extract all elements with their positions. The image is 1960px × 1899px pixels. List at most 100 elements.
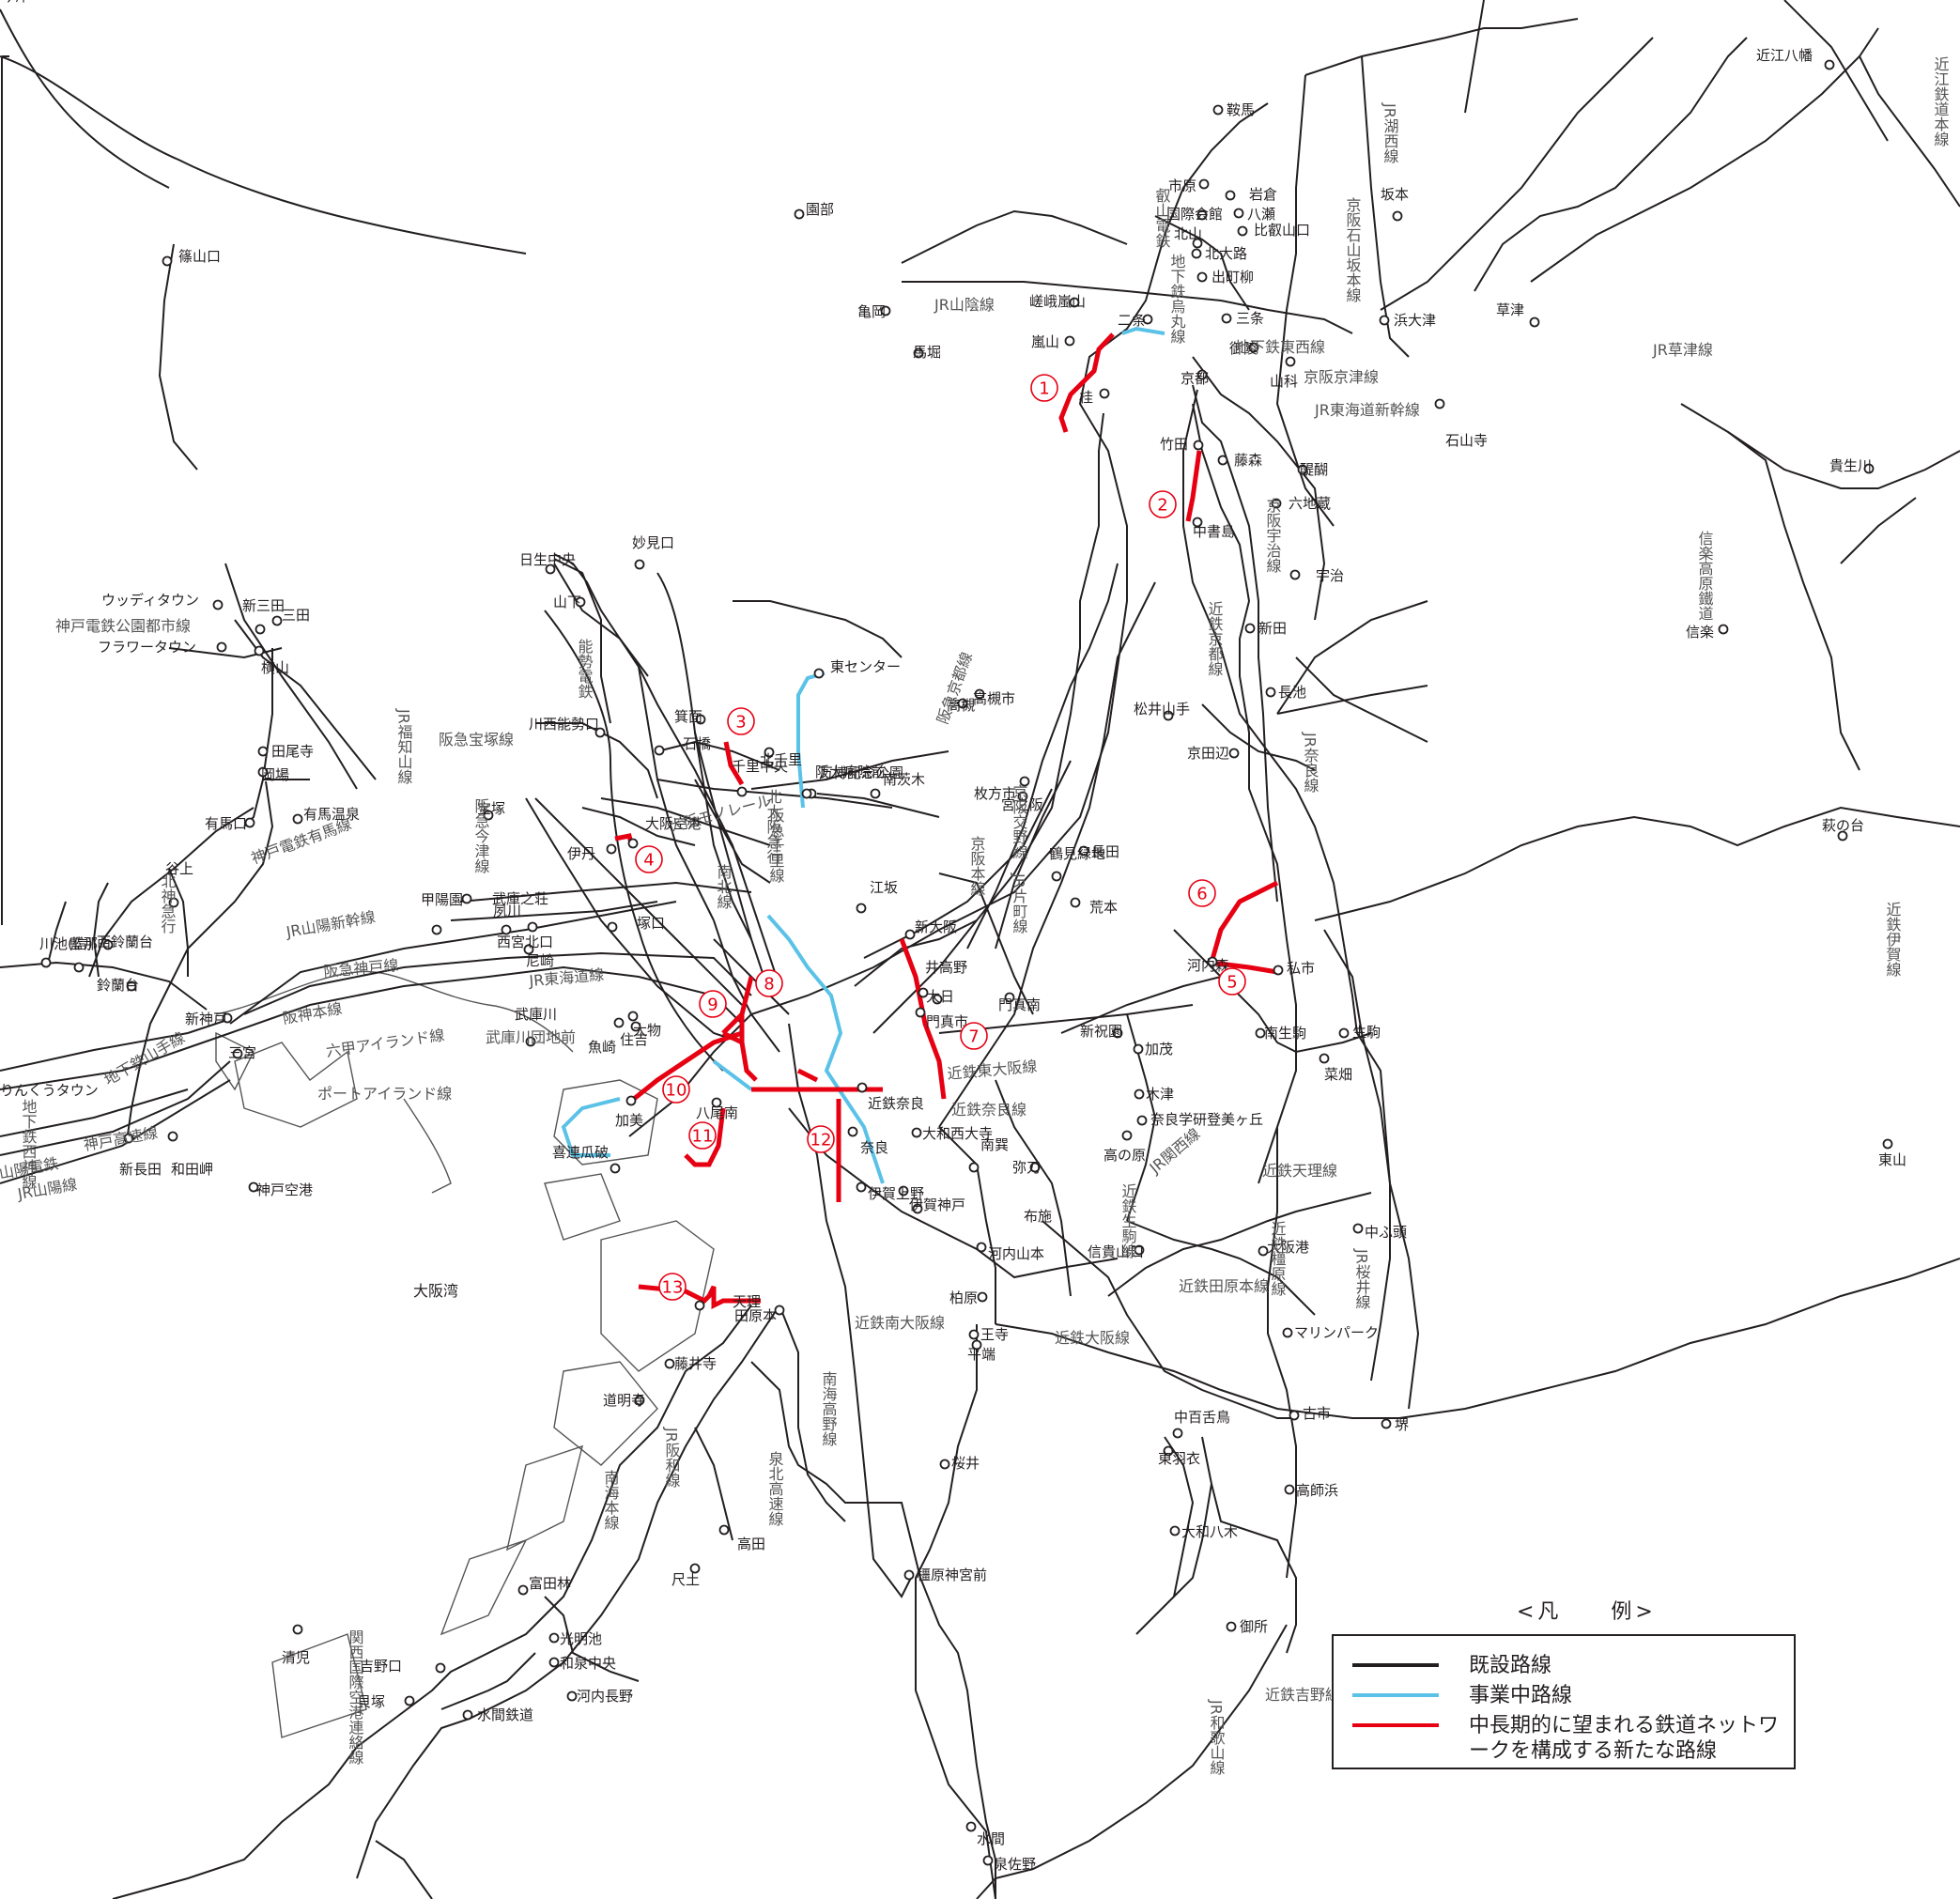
station-label: 信貴山口 xyxy=(1088,1243,1144,1260)
station-dot xyxy=(1196,209,1208,221)
station-label: 阪大病院前 xyxy=(815,764,886,780)
station-dot xyxy=(711,1097,722,1108)
line-label: 武庫川団地前 xyxy=(486,1028,576,1046)
station-label: 近江八幡 xyxy=(1756,47,1813,64)
station-label: 高槻 xyxy=(947,697,975,714)
station-dot xyxy=(462,1709,473,1721)
station-dot xyxy=(1289,1410,1300,1421)
station-label: 吉野口 xyxy=(360,1658,402,1675)
station-label: 石橋 xyxy=(683,735,711,752)
number-text: 1 xyxy=(1039,379,1049,399)
station-label: 御陵 xyxy=(1229,340,1258,357)
station-dot xyxy=(292,813,303,825)
number-text: 3 xyxy=(735,713,746,733)
line-label: 京阪宇治線 xyxy=(1264,498,1282,573)
line-label: 神戸電鉄公園都市線 xyxy=(55,617,191,635)
station-label: 橿原神宮前 xyxy=(917,1567,987,1583)
line-label: JR関西線 xyxy=(1146,1124,1204,1177)
station-label: 長池 xyxy=(1278,684,1306,701)
station-label: 園部 xyxy=(806,201,834,218)
planned-lines xyxy=(614,332,1279,1310)
station-dot xyxy=(718,1524,730,1536)
station-label: 天理 xyxy=(733,1293,761,1310)
station-label: ウッディタウン xyxy=(101,592,199,609)
line-label: 近鉄生駒線 xyxy=(1119,1183,1137,1258)
station-dot xyxy=(1163,1445,1174,1457)
station-label: 貝塚 xyxy=(357,1693,385,1710)
station-label: 南生駒 xyxy=(1264,1025,1306,1042)
station-dot xyxy=(123,1133,134,1144)
station-dot xyxy=(1193,440,1204,451)
line-label: 阪急京都線 xyxy=(934,650,976,727)
line-label: 阪急今津線 xyxy=(472,798,490,873)
station-label: 国際会館 xyxy=(1166,206,1223,223)
station-label: 竹田 xyxy=(1160,436,1188,453)
station-label: 生駒 xyxy=(1352,1024,1381,1041)
line-label: 近江鉄道本線 xyxy=(1932,56,1950,147)
station-label: 岡場 xyxy=(261,766,289,783)
station-label: 万博記念公園 xyxy=(819,764,903,781)
station-dot xyxy=(1284,1484,1295,1495)
line-label: 近鉄伊賀線 xyxy=(1884,902,1902,977)
station-dot xyxy=(1192,517,1203,528)
station-dot xyxy=(904,929,916,940)
station-dot xyxy=(736,786,748,797)
line-label: 阪急千里線 xyxy=(767,808,785,883)
station-label: 木津 xyxy=(1146,1086,1174,1103)
line-label: 近鉄東大阪線 xyxy=(947,1058,1038,1083)
station-label: 中書島 xyxy=(1193,523,1235,540)
project-number-8: 8 xyxy=(755,969,783,997)
station-dot xyxy=(254,645,265,656)
station-label: 草津 xyxy=(1496,301,1524,318)
station-dot xyxy=(1191,248,1202,259)
station-label: 江坂 xyxy=(870,879,898,896)
station-dot xyxy=(607,921,618,933)
number-circle xyxy=(1188,879,1216,907)
coastline xyxy=(215,970,715,1738)
station-label: 藤井寺 xyxy=(674,1355,717,1372)
station-dot xyxy=(1824,59,1835,70)
station-label: 堺 xyxy=(1395,1416,1409,1433)
station-dot xyxy=(965,1821,977,1832)
station-label: 武庫之荘 xyxy=(492,890,548,907)
station-dot xyxy=(1319,1053,1330,1064)
project-number-3: 3 xyxy=(727,707,755,735)
station-dot xyxy=(856,1181,867,1193)
station-label: 鈴蘭台 xyxy=(97,977,139,994)
station-dot xyxy=(1099,388,1110,399)
number-circle xyxy=(635,845,663,873)
number-circle xyxy=(688,1121,717,1150)
station-label: 大阪港 xyxy=(1267,1239,1309,1256)
station-dot xyxy=(634,559,645,570)
project-number-11: 11 xyxy=(688,1121,717,1150)
stations xyxy=(40,59,1893,1866)
station-dot xyxy=(1217,455,1228,466)
line-label: JR福知山線 xyxy=(395,708,413,784)
line-label: 六甲アイランド線 xyxy=(325,1026,446,1060)
station-dot xyxy=(903,1569,915,1581)
station-label: 新三田 xyxy=(242,597,285,614)
station-dot xyxy=(1379,315,1390,326)
station-label: 井高野 xyxy=(925,959,967,976)
station-label: 萩の台 xyxy=(1822,817,1864,834)
station-dot xyxy=(257,766,269,778)
station-dot xyxy=(977,1291,988,1303)
station-dot xyxy=(1225,190,1236,201)
legend-label-construction: 事業中路線 xyxy=(1469,1684,1573,1707)
station-label: 宝塚 xyxy=(477,800,505,817)
station-label: 田尾寺 xyxy=(271,743,314,760)
station-dot xyxy=(1718,624,1729,635)
station-dot xyxy=(548,1632,560,1644)
station-dot xyxy=(1070,897,1081,908)
station-dot xyxy=(1255,1027,1266,1039)
station-label: 新長田 xyxy=(119,1161,162,1178)
line-label: JR阪和線 xyxy=(663,1427,681,1488)
station-label: 鶴見緑地 xyxy=(1049,845,1105,862)
line-label: JR山陰線 xyxy=(934,296,995,314)
station-label: 山下 xyxy=(553,594,581,610)
line-label: 阪急神戸線 xyxy=(323,956,399,980)
station-label: 浜大津 xyxy=(1394,312,1436,329)
station-dot xyxy=(913,347,924,359)
number-text: 2 xyxy=(1157,496,1167,516)
station-label: 大阪空港 xyxy=(645,815,702,832)
